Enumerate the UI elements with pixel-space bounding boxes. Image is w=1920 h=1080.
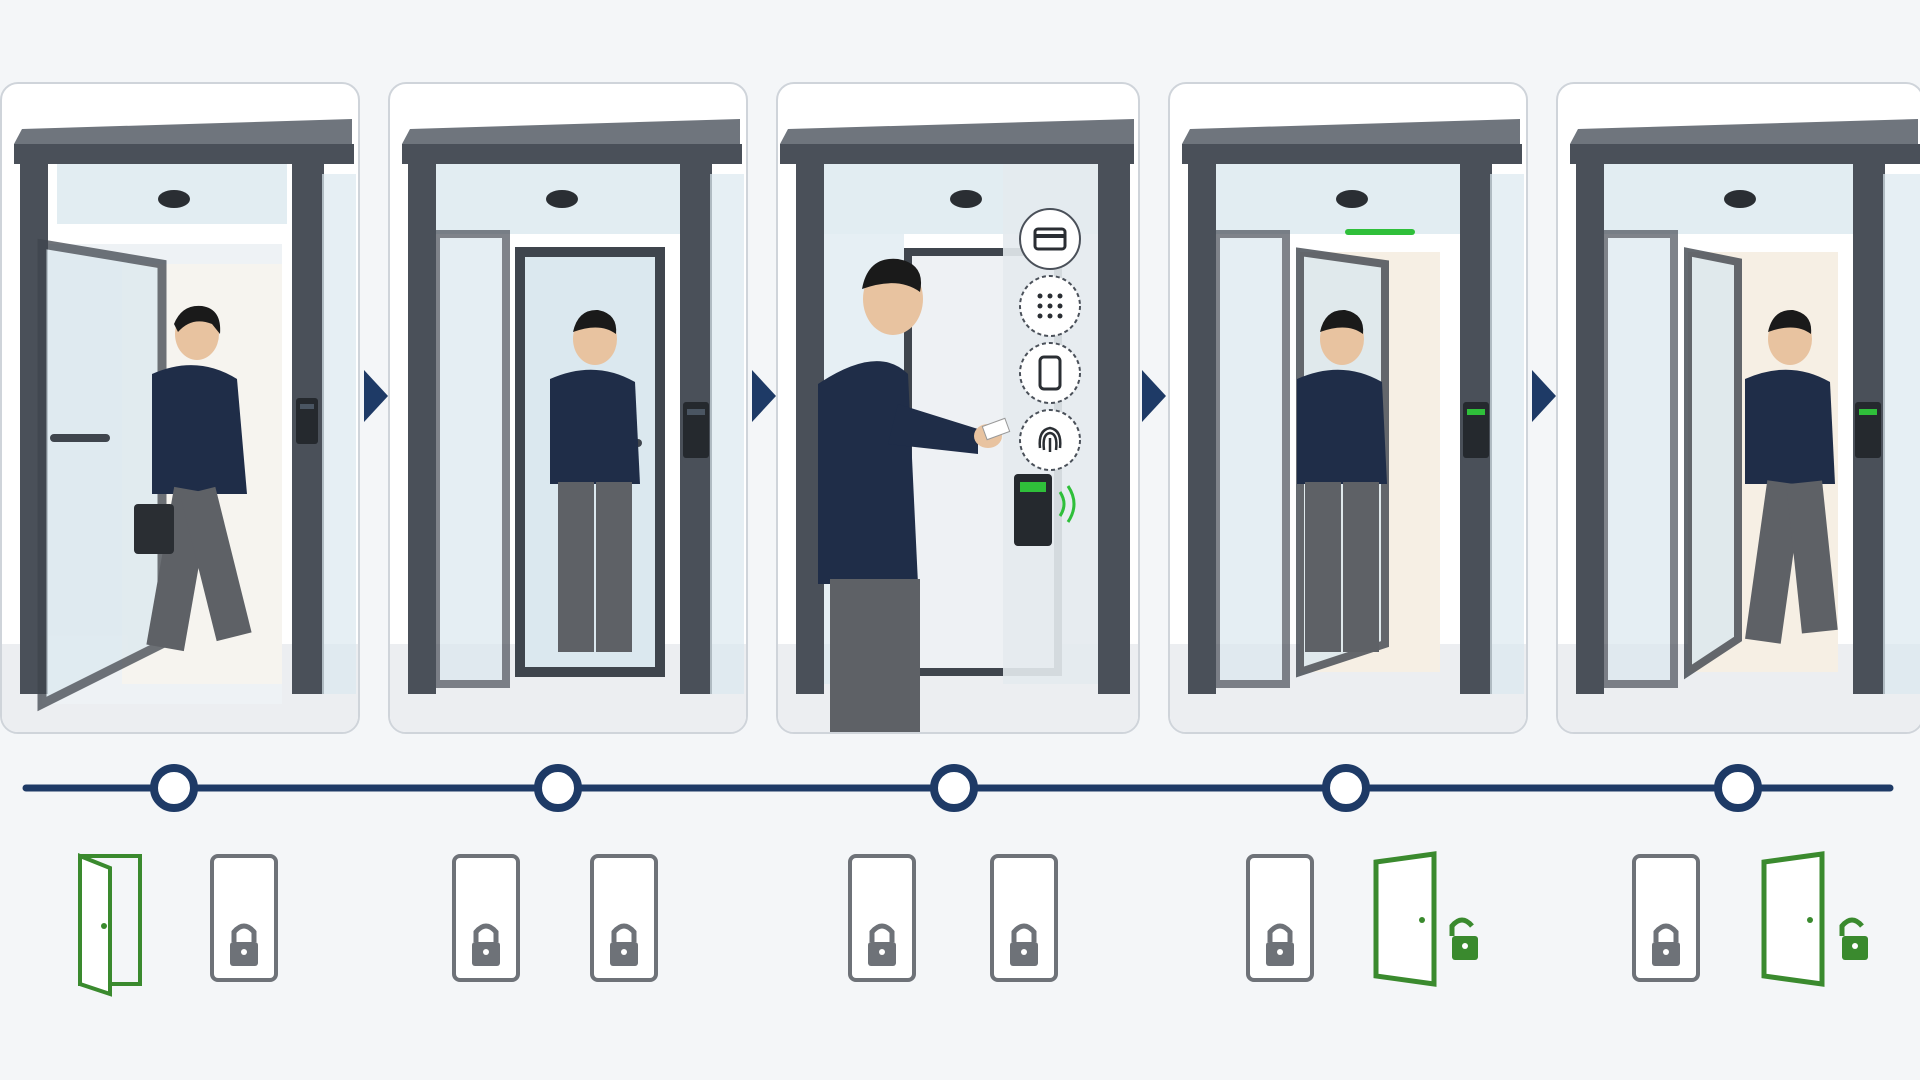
stage-5-illustration	[1558, 84, 1920, 732]
door-unlocked-icon	[1376, 854, 1478, 984]
step-arrow-3	[1140, 368, 1168, 424]
timeline-node-2	[538, 768, 578, 808]
mobile-phone-icon	[1020, 343, 1080, 403]
stage-3-panel	[776, 82, 1140, 734]
stage-2-door-states	[450, 848, 670, 998]
stage-4-illustration	[1170, 84, 1526, 732]
timeline	[0, 750, 1920, 830]
keypad-icon	[1020, 276, 1080, 336]
door-locked-icon	[454, 856, 518, 980]
door-locked-icon	[1634, 856, 1698, 980]
stage-4-door-states	[1244, 848, 1484, 998]
door-locked-icon	[592, 856, 656, 980]
stage-2-panel	[388, 82, 748, 734]
timeline-node-1	[154, 768, 194, 808]
timeline-node-4	[1326, 768, 1366, 808]
stage-3-door-states	[846, 848, 1066, 998]
stage-5-panel	[1556, 82, 1920, 734]
timeline-node-3	[934, 768, 974, 808]
step-arrow-1	[362, 368, 390, 424]
green-status-indicator	[1345, 229, 1415, 235]
door-locked-icon	[992, 856, 1056, 980]
stage-5-door-states	[1630, 848, 1880, 998]
door-unlocked-icon	[1764, 854, 1868, 984]
stage-1-door-states	[70, 848, 290, 998]
door-open-icon	[80, 856, 140, 994]
door-locked-icon	[850, 856, 914, 980]
timeline-node-5	[1718, 768, 1758, 808]
step-arrow-2	[750, 368, 778, 424]
step-arrow-4	[1530, 368, 1558, 424]
stage-3-illustration	[778, 84, 1138, 732]
stage-2-illustration	[390, 84, 746, 732]
card-icon	[1020, 209, 1080, 269]
fingerprint-icon	[1020, 410, 1080, 470]
stage-1-illustration	[2, 84, 358, 732]
stage-1-panel	[0, 82, 360, 734]
door-locked-icon	[212, 856, 276, 980]
door-locked-icon	[1248, 856, 1312, 980]
stage-4-panel	[1168, 82, 1528, 734]
